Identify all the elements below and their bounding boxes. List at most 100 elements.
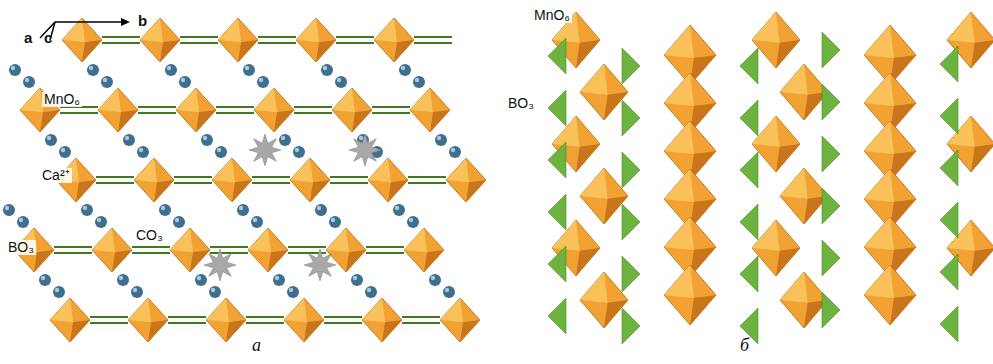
axis-b (55, 21, 125, 23)
ca-ion (365, 286, 377, 298)
octahedron-face (284, 298, 307, 322)
panel-caption: а (250, 336, 263, 356)
octahedron-face (580, 64, 608, 95)
octahedron-face (160, 40, 180, 62)
ca-highlight (125, 136, 129, 140)
ca-highlight (103, 78, 107, 82)
octahedron-face (690, 295, 716, 325)
octahedron (212, 158, 252, 202)
bo3-triangle (740, 152, 758, 188)
ca-highlight (295, 148, 299, 152)
octahedron (62, 18, 102, 62)
ca-ion (237, 204, 249, 216)
ca-ion (95, 216, 107, 228)
octahedron-face (664, 25, 694, 58)
ca-ion (407, 216, 419, 228)
ca-ion (131, 286, 143, 298)
octahedron-face (460, 320, 480, 342)
octahedron (290, 158, 330, 202)
ca-ion (393, 204, 405, 216)
octahedron (440, 298, 480, 342)
part-label: MnO₆ (42, 92, 82, 107)
axis-label: a (22, 30, 34, 47)
ca-highlight (401, 66, 405, 70)
bo3-edge (174, 176, 212, 178)
octahedron (752, 220, 800, 276)
octahedron-face (664, 73, 694, 106)
octahedron-face (112, 250, 132, 272)
octahedron-face (864, 169, 894, 202)
octahedron-face (410, 88, 433, 112)
bo3-edge (366, 246, 404, 248)
bo3-edge (408, 182, 446, 184)
ca-highlight (161, 206, 165, 210)
octahedron (170, 228, 210, 272)
ca-highlight (239, 206, 243, 210)
bo3-edge (60, 112, 98, 114)
ca-highlight (395, 206, 399, 210)
ca-highlight (337, 78, 341, 82)
ca-highlight (203, 136, 207, 140)
ca-ion (159, 204, 171, 216)
octahedron-face (971, 144, 993, 172)
ca-highlight (181, 78, 185, 82)
ca-ion (413, 76, 425, 88)
octahedron (410, 88, 450, 132)
bo3-edge (102, 42, 140, 44)
ca-highlight (245, 66, 249, 70)
octahedron-face (430, 110, 450, 132)
ca-ion (215, 146, 227, 158)
bo3-edge (246, 316, 284, 318)
bo3-edge (138, 106, 176, 108)
ca-ion (137, 146, 149, 158)
ca-ion (273, 274, 285, 286)
bo3-edge (294, 106, 332, 108)
bo3-edge (132, 252, 170, 254)
ca-highlight (437, 136, 441, 140)
octahedron (248, 228, 288, 272)
axis-label: b (136, 13, 149, 30)
bo3-triangle (822, 136, 840, 172)
octahedron (374, 18, 414, 62)
octahedron-face (176, 88, 199, 112)
bo3-edge (138, 112, 176, 114)
ca-ion (435, 134, 447, 146)
octahedron-face (780, 168, 808, 199)
bo3-edge (168, 316, 206, 318)
octahedron-face (890, 295, 916, 325)
co3-group (204, 249, 236, 281)
bo3-triangle (622, 100, 640, 136)
octahedron-face (780, 64, 808, 95)
ca-ion (123, 134, 135, 146)
ca-highlight (431, 276, 435, 280)
ca-highlight (259, 78, 263, 82)
octahedron (580, 272, 628, 328)
octahedron-face (290, 158, 313, 182)
ca-ion (53, 286, 65, 298)
bo3-edge (174, 182, 212, 184)
octahedron-face (254, 88, 277, 112)
bo3-edge (324, 316, 362, 318)
octahedron-face (212, 158, 235, 182)
octahedron-face (170, 228, 193, 252)
octahedron-face (218, 18, 241, 42)
co3-group (304, 249, 336, 281)
octahedron-face (128, 298, 151, 322)
bo3-triangle (940, 98, 958, 134)
part-label: Ca²⁺ (40, 168, 72, 183)
octahedron (296, 18, 336, 62)
bo3-edge (210, 246, 248, 248)
bo3-edge (90, 316, 128, 318)
bo3-edge (366, 252, 404, 254)
ca-ion (287, 286, 299, 298)
bo3-triangle (940, 202, 958, 238)
part-label: MnO₆ (532, 8, 572, 23)
octahedron-face (664, 265, 694, 298)
octahedron-face (148, 320, 168, 342)
octahedron-face (304, 320, 324, 342)
octahedron-face (580, 272, 608, 303)
bo3-edge (372, 112, 410, 114)
octahedron-face (446, 158, 469, 182)
